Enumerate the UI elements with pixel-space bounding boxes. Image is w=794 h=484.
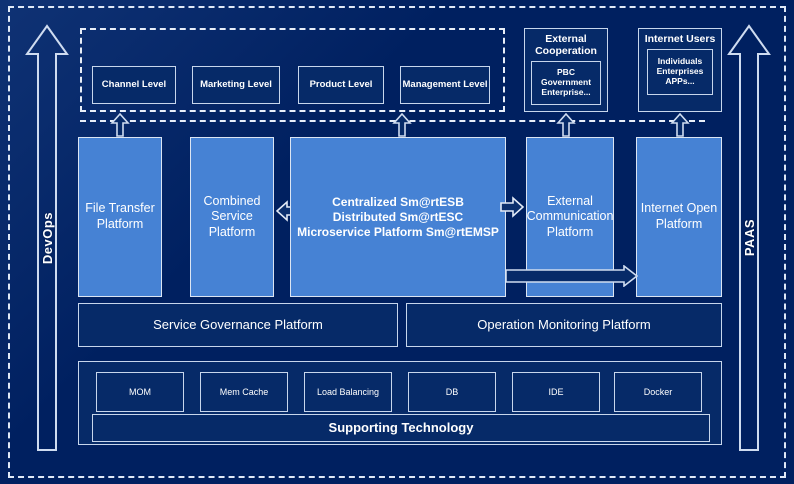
- internet-users-box[interactable]: Internet Users Individuals Enterprises A…: [638, 28, 722, 112]
- up-arrow-internet-users: [670, 113, 690, 137]
- arrow-core-to-internet-open: [506, 265, 638, 287]
- platform-external-communication[interactable]: External Communication Platform: [526, 137, 614, 297]
- layer-separator-dashed: [80, 120, 705, 122]
- tech-item-db-label: DB: [445, 386, 459, 397]
- business-levels-container: [80, 28, 505, 112]
- business-level-product-label: Product Level: [309, 78, 373, 90]
- business-level-management[interactable]: Management Level: [400, 66, 490, 104]
- service-governance-platform-label: Service Governance Platform: [153, 316, 323, 332]
- tech-item-mom[interactable]: MOM: [96, 372, 184, 412]
- outer-boundary: [8, 6, 786, 478]
- tech-item-ide-label: IDE: [548, 386, 564, 397]
- platform-external-communication-label: External Communication Platform: [526, 193, 614, 239]
- core-line-1: Centralized Sm@rtESB: [332, 194, 464, 209]
- arrow-core-to-external-comm: [500, 196, 524, 218]
- external-cooperation-inner: PBC Government Enterprise...: [531, 61, 601, 106]
- internet-users-title: Internet Users: [644, 33, 716, 45]
- platform-combined-service-label: Combined Service Platform: [203, 193, 261, 239]
- platform-internet-open[interactable]: Internet Open Platform: [636, 137, 722, 297]
- platform-core-esb[interactable]: Centralized Sm@rtESB Distributed Sm@rtES…: [290, 137, 506, 297]
- tech-item-mom-label: MOM: [129, 386, 151, 397]
- internet-users-inner: Individuals Enterprises APPs...: [647, 49, 713, 96]
- supporting-technology-banner-label: Supporting Technology: [328, 419, 474, 435]
- up-arrow-channel: [110, 113, 130, 137]
- tech-item-docker[interactable]: Docker: [614, 372, 702, 412]
- devops-arrow-label: DevOps: [39, 211, 55, 265]
- platform-combined-service[interactable]: Combined Service Platform: [190, 137, 274, 297]
- tech-item-mem-cache-label: Mem Cache: [219, 386, 269, 397]
- operation-monitoring-platform-label: Operation Monitoring Platform: [477, 316, 651, 332]
- business-level-management-label: Management Level: [402, 78, 488, 90]
- up-arrow-management: [392, 113, 412, 137]
- platform-file-transfer[interactable]: File Transfer Platform: [78, 137, 162, 297]
- tech-item-mem-cache[interactable]: Mem Cache: [200, 372, 288, 412]
- devops-arrow: DevOps: [24, 22, 70, 454]
- external-cooperation-box[interactable]: External Cooperation PBC Government Ente…: [524, 28, 608, 112]
- paas-arrow-label: PAAS: [741, 219, 757, 257]
- service-governance-platform[interactable]: Service Governance Platform: [78, 303, 398, 347]
- external-cooperation-title: External Cooperation: [535, 33, 597, 58]
- supporting-technology-banner: Supporting Technology: [92, 414, 710, 442]
- business-level-marketing-label: Marketing Level: [200, 78, 272, 90]
- core-line-2: Distributed Sm@rtESC: [332, 209, 464, 224]
- business-level-channel[interactable]: Channel Level: [92, 66, 176, 104]
- core-line-3: Microservice Platform Sm@rtEMSP: [297, 224, 499, 239]
- up-arrow-external-cooperation: [556, 113, 576, 137]
- business-level-product[interactable]: Product Level: [298, 66, 384, 104]
- tech-item-db[interactable]: DB: [408, 372, 496, 412]
- platform-internet-open-label: Internet Open Platform: [640, 201, 718, 231]
- platform-file-transfer-label: File Transfer Platform: [85, 201, 155, 231]
- tech-item-load-balancing[interactable]: Load Balancing: [304, 372, 392, 412]
- tech-item-ide[interactable]: IDE: [512, 372, 600, 412]
- tech-item-load-balancing-label: Load Balancing: [316, 386, 380, 397]
- operation-monitoring-platform[interactable]: Operation Monitoring Platform: [406, 303, 722, 347]
- business-level-channel-label: Channel Level: [101, 78, 167, 90]
- paas-arrow: PAAS: [726, 22, 772, 454]
- business-level-marketing[interactable]: Marketing Level: [192, 66, 280, 104]
- tech-item-docker-label: Docker: [643, 386, 673, 397]
